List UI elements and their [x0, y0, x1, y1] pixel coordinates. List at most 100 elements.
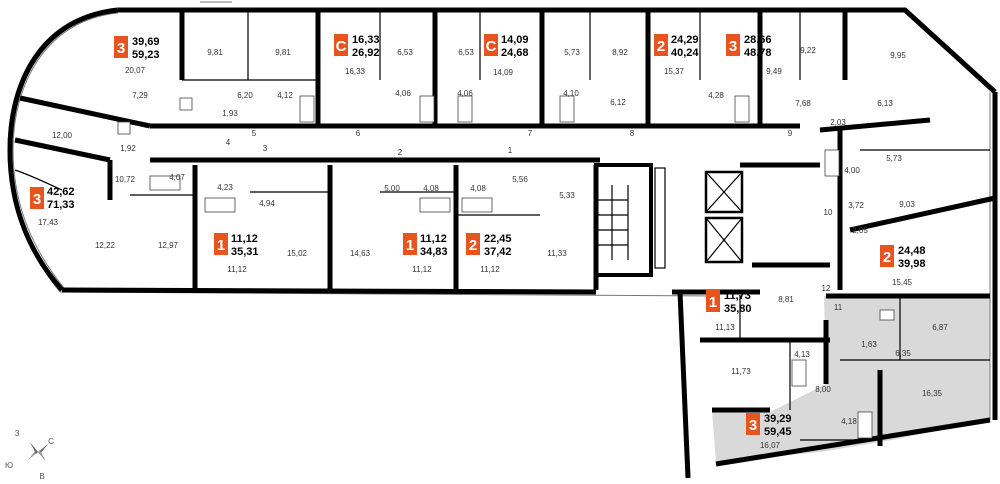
svg-text:3: 3 — [117, 40, 125, 57]
svg-text:14,09: 14,09 — [501, 34, 529, 46]
room-area: 15,37 — [664, 67, 685, 76]
apartment-badge[interactable]: 2 22,45 37,42 — [466, 233, 512, 258]
apartment-badge[interactable]: 2 24,29 40,24 — [654, 34, 699, 59]
room-area: 6,53 — [397, 48, 413, 57]
svg-text:2: 2 — [883, 249, 891, 266]
room-areas: 20,07 9,81 9,81 6,20 4,12 7,29 1,93 16,3… — [38, 46, 948, 450]
room-area: 11,12 — [227, 265, 247, 274]
corridor-numbers: 1 2 3 4 5 6 7 8 9 10 11 12 — [226, 129, 843, 312]
corridor-number: 7 — [528, 129, 533, 138]
corridor-number: 6 — [356, 129, 361, 138]
room-area: 15,45 — [892, 278, 913, 287]
room-area: 15,02 — [287, 249, 308, 258]
room-area: 6,53 — [458, 48, 474, 57]
svg-text:3: 3 — [729, 38, 737, 55]
room-area: 11,73 — [731, 367, 751, 376]
room-area: 4,10 — [563, 89, 579, 98]
room-area: 12,97 — [158, 241, 179, 250]
room-area: 9,95 — [890, 51, 906, 60]
compass-north-label: С — [48, 437, 54, 446]
room-area: 5,73 — [564, 48, 580, 57]
room-area: 4,28 — [708, 91, 724, 100]
room-area: 8,00 — [815, 385, 831, 394]
room-area: 4,06 — [457, 89, 473, 98]
room-area: 14,63 — [350, 249, 371, 258]
room-area: 6,12 — [610, 98, 626, 107]
apartment-badge[interactable]: 3 39,29 59,45 — [746, 413, 792, 438]
svg-text:2: 2 — [657, 38, 665, 55]
room-area: 1,63 — [861, 340, 877, 349]
room-area: 11,33 — [547, 249, 567, 258]
room-area: 6,87 — [932, 323, 948, 332]
apartment-badges: 3 39,69 59,23 С 16,33 26,92 С 14,09 24,6… — [30, 34, 926, 438]
room-area: 11,13 — [715, 323, 735, 332]
svg-text:3: 3 — [749, 417, 757, 434]
corridor-number: 9 — [788, 129, 793, 138]
stair-core — [594, 163, 744, 277]
room-area: 4,08 — [470, 184, 486, 193]
apartment-badge[interactable]: 1 11,73 35,80 — [706, 290, 752, 315]
svg-text:26,92: 26,92 — [352, 47, 380, 59]
apartment-badge[interactable]: 3 42,62 71,33 — [30, 186, 75, 211]
svg-text:16,33: 16,33 — [352, 34, 380, 46]
svg-text:1: 1 — [217, 237, 225, 254]
svg-text:59,23: 59,23 — [132, 49, 160, 61]
svg-text:11,12: 11,12 — [231, 233, 258, 245]
room-area: 16,07 — [760, 441, 781, 450]
room-area: 9,22 — [800, 46, 816, 55]
room-area: 12,00 — [52, 131, 73, 140]
svg-text:35,31: 35,31 — [231, 246, 259, 258]
room-area: 1,93 — [222, 109, 238, 118]
apartment-badge[interactable]: С 14,09 24,68 — [484, 34, 529, 59]
highlighted-apartment — [712, 296, 990, 462]
room-area: 1,92 — [120, 144, 136, 153]
apartment-badge[interactable]: 3 39,69 59,23 — [114, 36, 160, 61]
corridor-number: 3 — [263, 144, 268, 153]
svg-text:11,12: 11,12 — [420, 233, 447, 245]
svg-text:34,83: 34,83 — [420, 246, 448, 258]
room-area: 4,12 — [277, 91, 293, 100]
corridor-number: 11 — [834, 303, 843, 312]
svg-text:28,66: 28,66 — [744, 34, 772, 46]
svg-text:24,48: 24,48 — [898, 245, 926, 257]
corridor-number: 5 — [252, 129, 257, 138]
apartment-badge[interactable]: 1 11,12 34,83 — [403, 233, 448, 258]
corridor-number: 2 — [398, 148, 403, 157]
room-area: 4,00 — [844, 166, 860, 175]
room-area: 20,07 — [125, 66, 146, 75]
apartment-badge[interactable]: 2 24,48 39,98 — [880, 245, 926, 270]
room-area: 16,33 — [345, 67, 366, 76]
svg-text:1: 1 — [406, 237, 414, 254]
room-area: 9,03 — [899, 200, 915, 209]
room-area: 4,94 — [259, 199, 275, 208]
room-area: 7,68 — [795, 99, 811, 108]
svg-text:48,78: 48,78 — [744, 47, 772, 59]
corridor-number: 12 — [822, 284, 831, 293]
room-area: 5,56 — [512, 175, 528, 184]
svg-text:39,29: 39,29 — [764, 413, 792, 425]
svg-text:39,98: 39,98 — [898, 258, 926, 270]
room-area: 2,03 — [830, 118, 846, 127]
corridor-number: 10 — [824, 208, 833, 217]
svg-text:59,45: 59,45 — [764, 426, 792, 438]
room-area: 14,09 — [493, 68, 514, 77]
svg-text:11,73: 11,73 — [724, 290, 751, 302]
corridor-number: 1 — [508, 146, 513, 155]
room-area: 4,13 — [794, 350, 810, 359]
apartment-badge[interactable]: С 16,33 26,92 — [334, 34, 380, 59]
svg-text:24,29: 24,29 — [671, 34, 699, 46]
svg-text:42,62: 42,62 — [47, 186, 75, 198]
room-area: 5,33 — [559, 191, 575, 200]
svg-text:С: С — [336, 38, 347, 55]
room-area: 4,08 — [423, 184, 439, 193]
compass-south-label: Ю — [5, 461, 13, 470]
corridor-number: 8 — [630, 129, 635, 138]
apartment-badge[interactable]: 1 11,12 35,31 — [214, 233, 259, 258]
compass-east-label: В — [39, 472, 44, 481]
room-area: 4,07 — [169, 173, 185, 182]
svg-text:22,45: 22,45 — [484, 233, 512, 245]
svg-text:35,80: 35,80 — [724, 303, 752, 315]
room-area: 6,20 — [237, 91, 253, 100]
apartment-badge[interactable]: 3 28,66 48,78 — [726, 34, 772, 59]
room-area: 5,00 — [384, 184, 400, 193]
